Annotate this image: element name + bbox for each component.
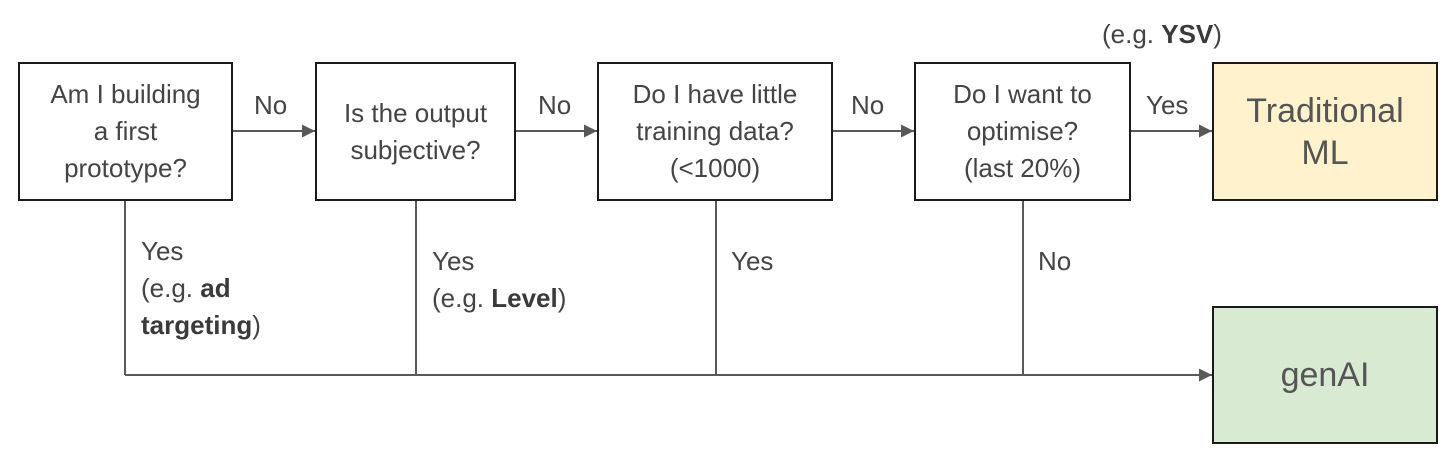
edge-label-q2-no: No [538, 90, 572, 120]
question-box-optimise: Do I want to optimise? (last 20%) [914, 62, 1131, 201]
example-name: ad [200, 273, 231, 303]
edge-example-q1-yes-line2: targeting) [141, 307, 261, 344]
edge-label-q4-no: No [1038, 246, 1072, 276]
example-suffix: ) [252, 310, 261, 340]
result-box-genai: genAI [1212, 306, 1438, 444]
question-text: Is the output subjective? [343, 97, 488, 165]
example-name: YSV [1161, 19, 1214, 49]
example-name: targeting [141, 310, 253, 340]
edge-label-q3-yes: Yes [731, 246, 774, 276]
question-box-output-subjective: Is the output subjective? [315, 62, 516, 201]
example-suffix: ) [557, 283, 567, 313]
edge-label-q1-no: No [254, 90, 288, 120]
edge-example-q1-yes-line1: (e.g. ad [141, 270, 231, 307]
question-box-training-data: Do I have little training data? (<1000) [597, 62, 833, 201]
edge-example-q4-yes: (e.g. YSV) [1102, 16, 1222, 53]
question-text: Do I want to optimise? (last 20%) [953, 79, 1092, 183]
example-name: Level [491, 283, 558, 313]
edge-label-q3-no: No [851, 90, 885, 120]
result-text: genAI [1280, 356, 1370, 394]
edge-example-q2-yes: (e.g. Level) [432, 280, 566, 317]
edge-label-q4-yes: Yes [1146, 90, 1189, 120]
result-text: Traditional ML [1246, 91, 1404, 172]
example-prefix: (e.g. [141, 273, 201, 303]
question-box-first-prototype: Am I building a first prototype? [18, 62, 233, 201]
question-text: Do I have little training data? (<1000) [632, 79, 798, 183]
edge-label-q2-yes: Yes [432, 246, 475, 276]
result-box-traditional-ml: Traditional ML [1212, 62, 1438, 201]
question-text: Am I building a first prototype? [50, 79, 201, 183]
example-prefix: (e.g. [432, 283, 492, 313]
edge-label-q1-yes: Yes [141, 236, 184, 266]
example-prefix: (e.g. [1102, 19, 1162, 49]
example-suffix: ) [1213, 19, 1222, 49]
